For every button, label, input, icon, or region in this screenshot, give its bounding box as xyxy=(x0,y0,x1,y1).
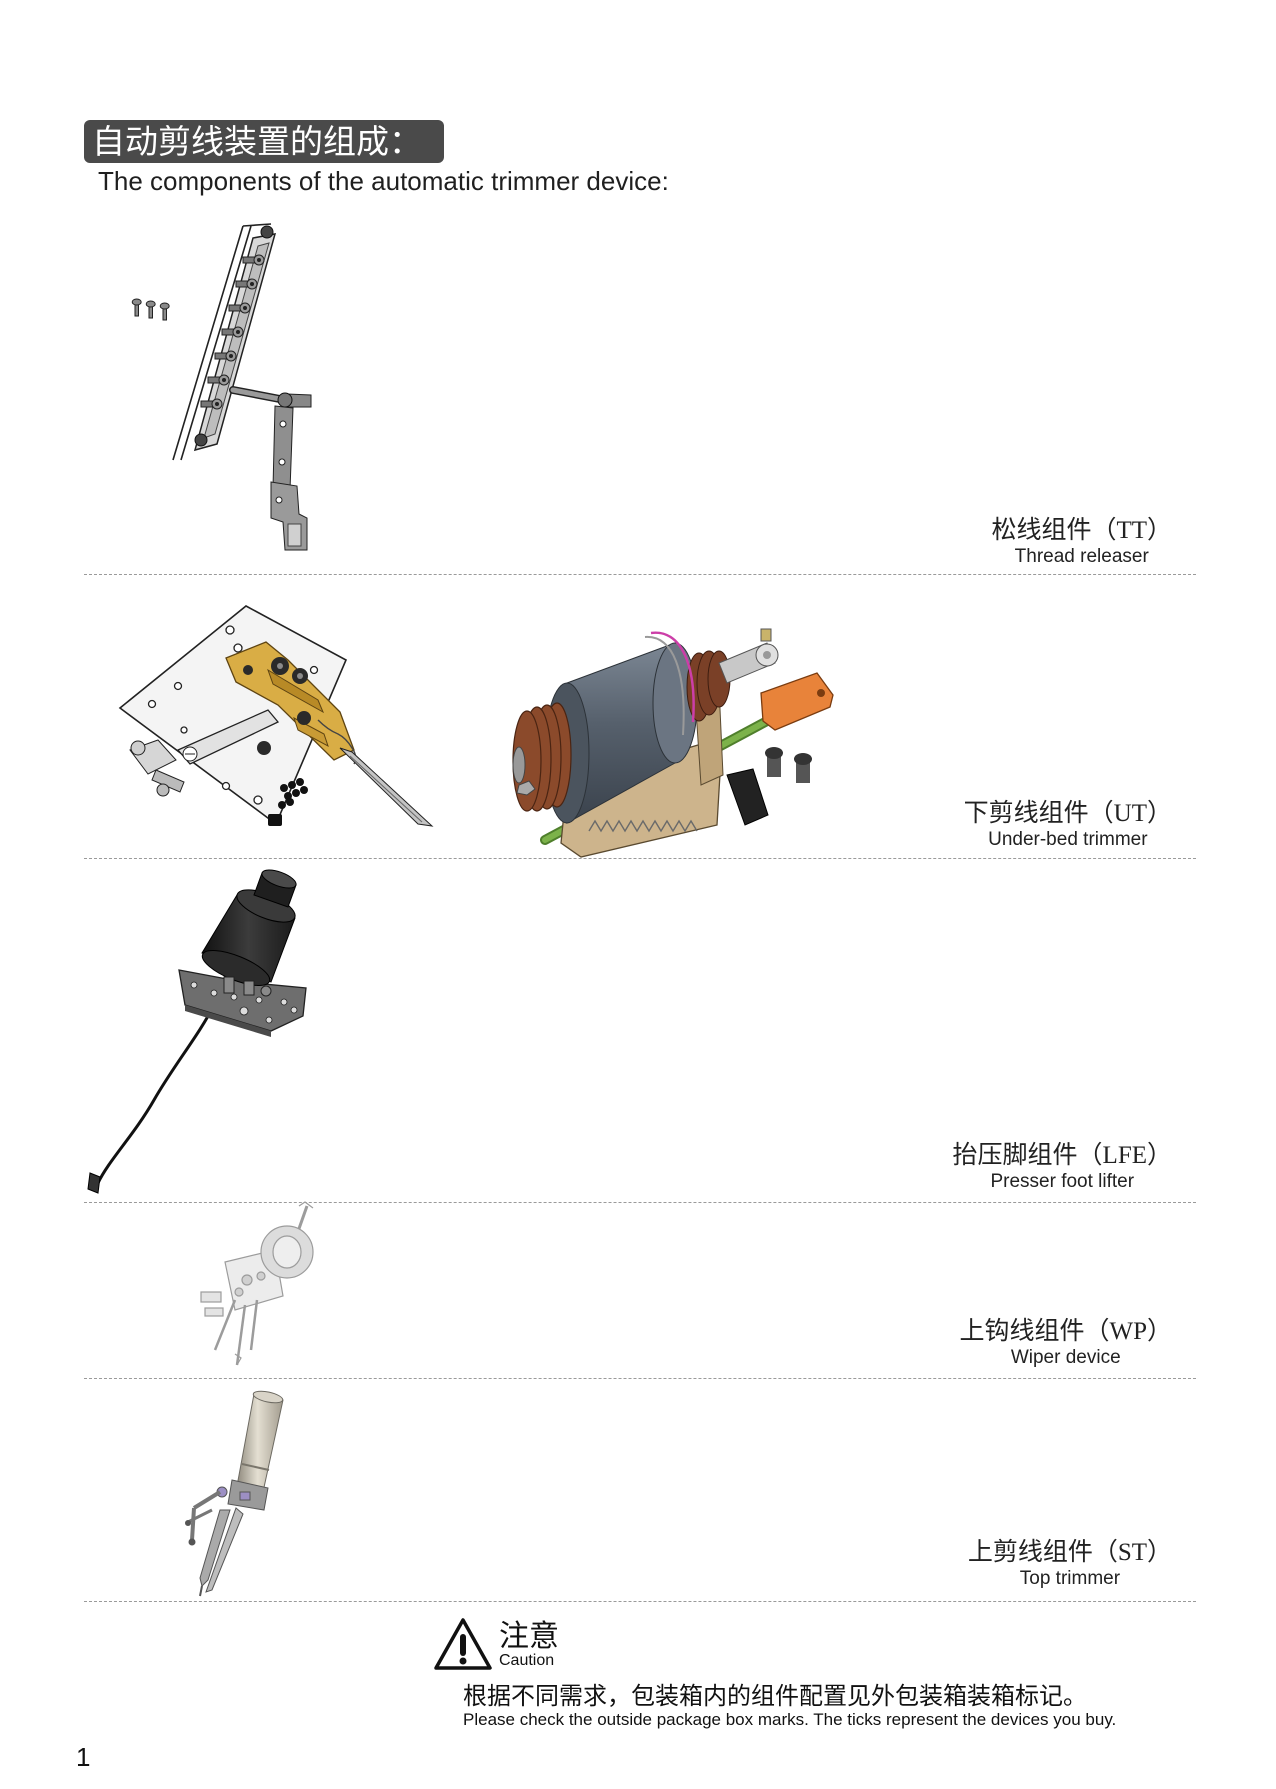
section-divider xyxy=(84,574,1196,575)
presser-foot-lifter-image xyxy=(87,869,307,1194)
section-divider xyxy=(84,1601,1196,1602)
component-name-en: Under-bed trimmer xyxy=(988,829,1148,850)
component-name-en: Thread releaser xyxy=(1014,546,1149,567)
section-subtitle: The components of the automatic trimmer … xyxy=(98,166,669,196)
section-divider xyxy=(84,858,1196,859)
page-number: 1 xyxy=(76,1742,91,1772)
section-title-box: 自动剪线装置的组成： xyxy=(84,120,444,163)
component-label-ut: 下剪线组件（UT） Under-bed trimmer xyxy=(964,800,1172,852)
component-name-en: Wiper device xyxy=(1010,1347,1121,1368)
component-label-lfe: 抬压脚组件（LFE） Presser foot lifter xyxy=(953,1142,1172,1194)
under-bed-trimmer-solenoid-image xyxy=(512,628,834,858)
wiper-device-image xyxy=(200,1201,314,1366)
component-name-zh: 抬压脚组件（LFE） xyxy=(952,1142,1172,1169)
caution-note-en: Please check the outside package box mar… xyxy=(463,1710,1117,1729)
caution-heading: 注意 xyxy=(499,1619,559,1654)
component-label-wp: 上钩线组件（WP） Wiper device xyxy=(959,1318,1172,1370)
warning-triangle-icon xyxy=(434,1618,492,1670)
component-name-zh: 松线组件（TT） xyxy=(991,517,1172,544)
caution-heading-en: Caution xyxy=(499,1652,555,1669)
section-divider xyxy=(84,1202,1196,1203)
component-name-zh: 下剪线组件（UT） xyxy=(963,800,1172,827)
component-name-en: Top trimmer xyxy=(1019,1568,1121,1589)
component-label-tt: 松线组件（TT） Thread releaser xyxy=(991,517,1172,569)
component-name-zh: 上剪线组件（ST） xyxy=(967,1539,1172,1566)
caution-note: 根据不同需求，包装箱内的组件配置见外包装箱装箱标记。 xyxy=(463,1682,1087,1710)
under-bed-trimmer-plate-image xyxy=(118,605,434,827)
section-title: 自动剪线装置的组成： xyxy=(92,122,422,161)
section-divider xyxy=(84,1378,1196,1379)
component-label-st: 上剪线组件（ST） Top trimmer xyxy=(968,1539,1172,1591)
top-trimmer-image xyxy=(185,1390,284,1597)
component-name-en: Presser foot lifter xyxy=(990,1171,1135,1192)
thread-releaser-image xyxy=(131,223,312,551)
component-name-zh: 上钩线组件（WP） xyxy=(959,1318,1172,1345)
